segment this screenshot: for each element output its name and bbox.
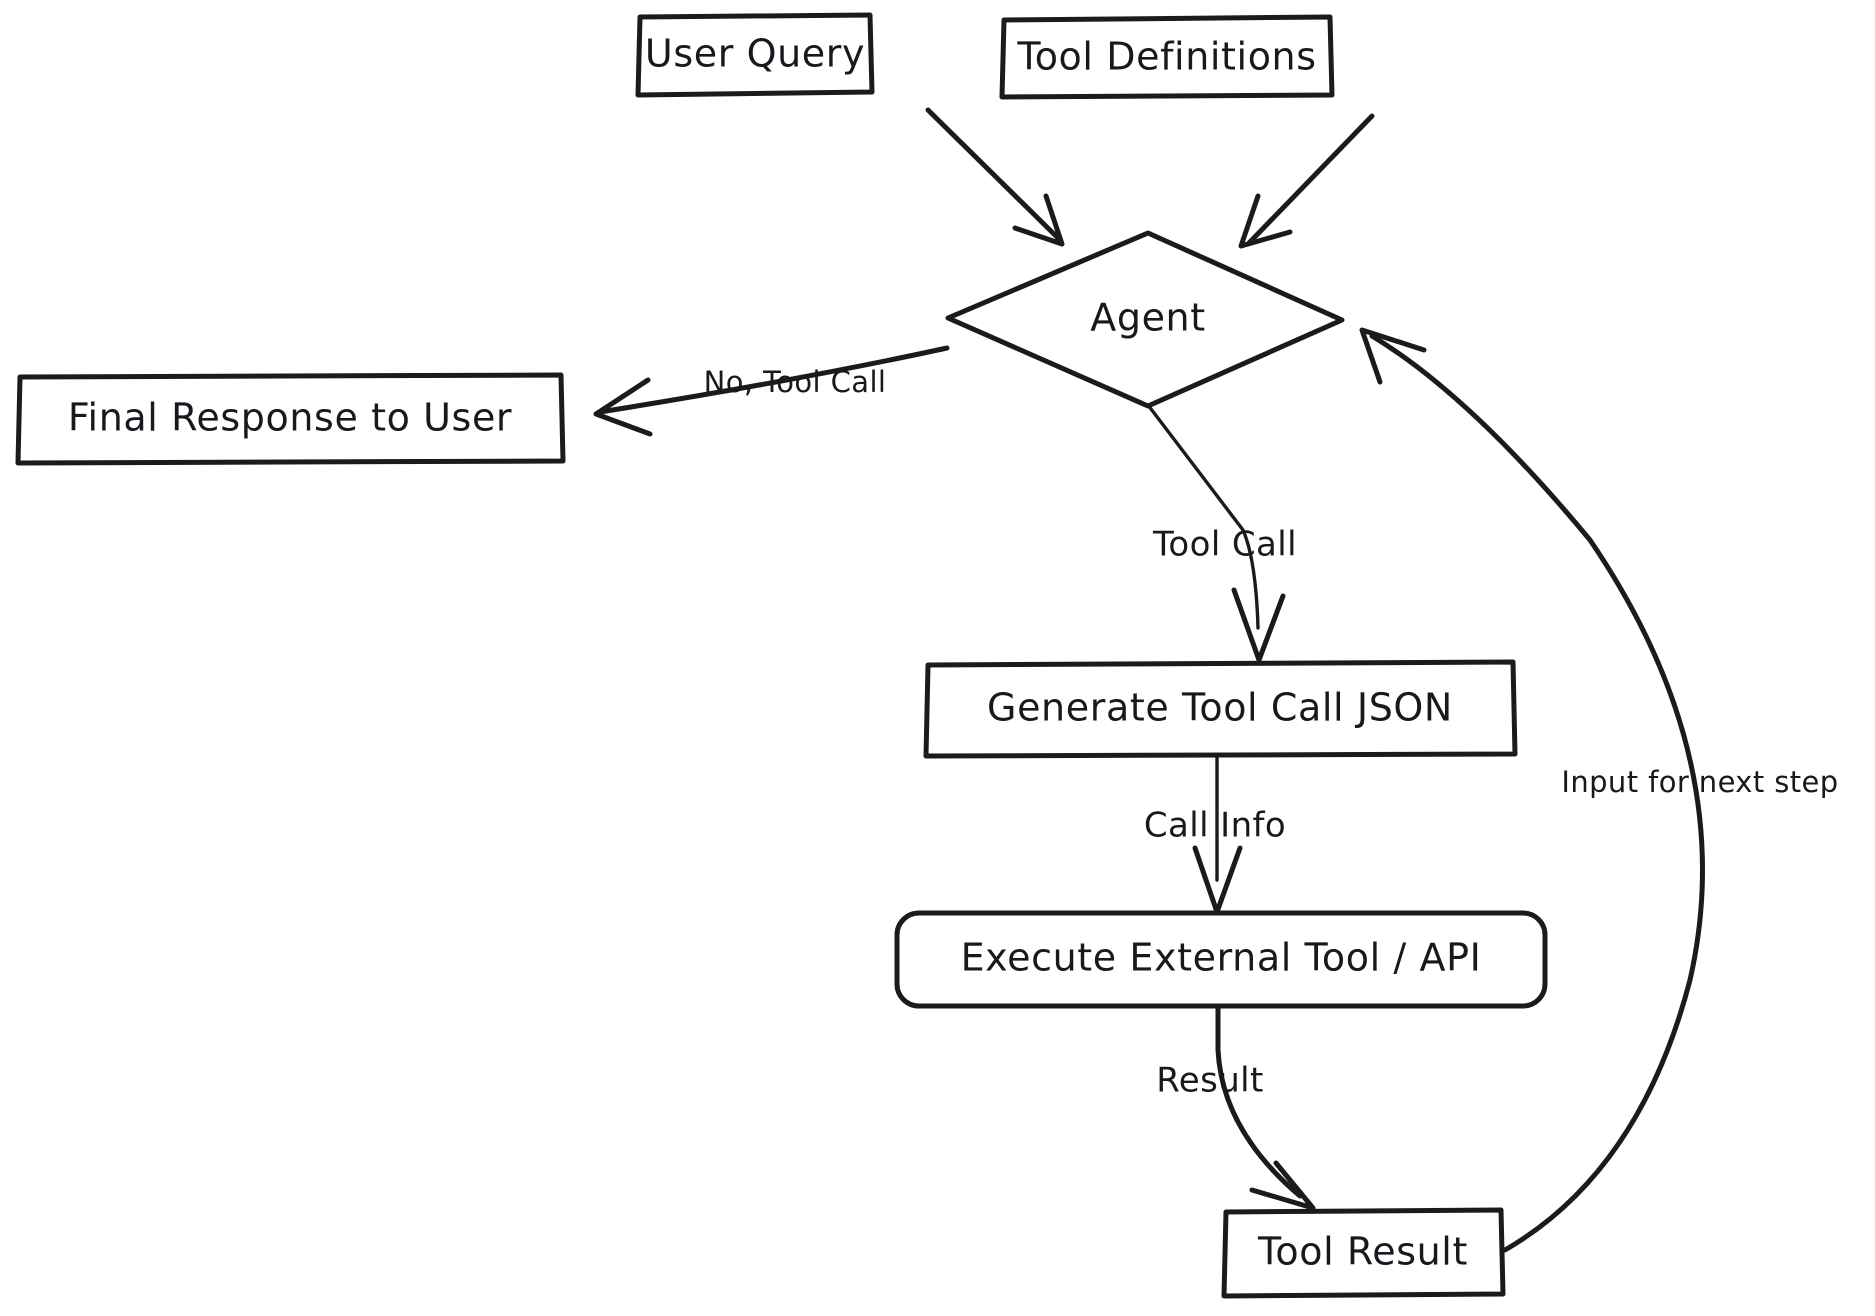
- node-label-execute-tool: Execute External Tool / API: [961, 936, 1482, 980]
- edge-line-user-query-to-agent: [925, 107, 1061, 241]
- edge-agent-to-generate-json: Tool Call: [1146, 403, 1297, 663]
- node-shape-execute-tool: [894, 910, 1548, 1009]
- node-label-tool-result: Tool Result: [1257, 1230, 1468, 1274]
- node-shape-final-response: [15, 372, 566, 466]
- edge-tool-definitions-to-agent: [1238, 113, 1375, 249]
- node-label-tool-definitions: Tool Definitions: [1016, 35, 1316, 79]
- node-shape-user-query: [635, 12, 875, 98]
- arrow-head-tool-definitions-to-agent: [1238, 193, 1293, 249]
- node-generate-json[interactable]: Generate Tool Call JSON: [923, 659, 1518, 759]
- edge-line-tool-result-to-agent: [1369, 333, 1705, 1253]
- edge-line-agent-to-generate-json: [1146, 403, 1260, 630]
- node-agent[interactable]: Agent: [945, 230, 1345, 409]
- edge-line-tool-definitions-to-agent: [1245, 113, 1375, 247]
- node-execute-tool[interactable]: Execute External Tool / API: [894, 910, 1548, 1009]
- edge-label-input-for-next-step: Input for next step: [1561, 765, 1838, 799]
- node-tool-result[interactable]: Tool Result: [1221, 1207, 1506, 1299]
- arrow-head-tool-result-to-agent: [1359, 327, 1427, 385]
- node-label-final-response: Final Response to User: [68, 396, 512, 440]
- node-label-user-query: User Query: [645, 32, 865, 76]
- node-shape-generate-json: [923, 659, 1518, 759]
- node-tool-definitions[interactable]: Tool Definitions: [999, 14, 1335, 100]
- edge-tool-result-to-agent: Input for next step: [1359, 327, 1838, 1253]
- edge-user-query-to-agent: [925, 107, 1065, 247]
- edge-label-tool-call: Tool Call: [1152, 525, 1297, 565]
- edge-label-result: Result: [1156, 1061, 1263, 1101]
- edge-line-execute-to-tool-result: [1215, 1003, 1303, 1199]
- edge-line-agent-to-final-response: [597, 345, 950, 415]
- edge-execute-to-tool-result: Result: [1156, 1003, 1316, 1211]
- node-shape-tool-definitions: [999, 14, 1335, 100]
- edge-label-call-info: Call Info: [1144, 806, 1286, 846]
- node-shape-agent: [945, 230, 1345, 409]
- node-label-generate-json: Generate Tool Call JSON: [987, 686, 1453, 730]
- edge-agent-to-final-response: No, Tool Call: [593, 345, 950, 437]
- edge-label-no-tool-call: No, Tool Call: [704, 365, 887, 399]
- node-final-response[interactable]: Final Response to User: [15, 372, 566, 466]
- arrow-head-agent-to-generate-json: [1231, 587, 1286, 663]
- node-label-agent: Agent: [1090, 296, 1205, 340]
- arrow-head-agent-to-final-response: [593, 377, 653, 437]
- arrow-head-execute-to-tool-result: [1249, 1160, 1316, 1211]
- edge-generate-json-to-execute: Call Info: [1144, 754, 1286, 915]
- arrow-head-user-query-to-agent: [1012, 193, 1065, 247]
- node-shape-tool-result: [1221, 1207, 1506, 1299]
- node-user-query[interactable]: User Query: [635, 12, 875, 98]
